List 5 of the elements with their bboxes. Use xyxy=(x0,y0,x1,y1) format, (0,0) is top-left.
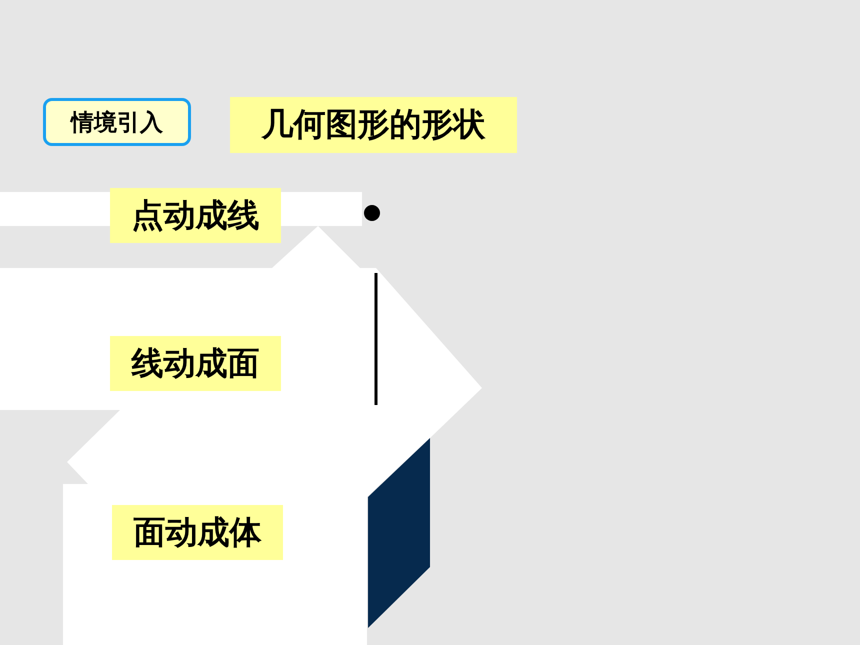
step-label: 点动成线 xyxy=(110,188,281,243)
tag-badge: 情境引入 xyxy=(43,98,191,146)
step-label: 线动成面 xyxy=(110,336,281,391)
title: 几何图形的形状 xyxy=(230,97,517,153)
step-label: 面动成体 xyxy=(112,505,283,560)
